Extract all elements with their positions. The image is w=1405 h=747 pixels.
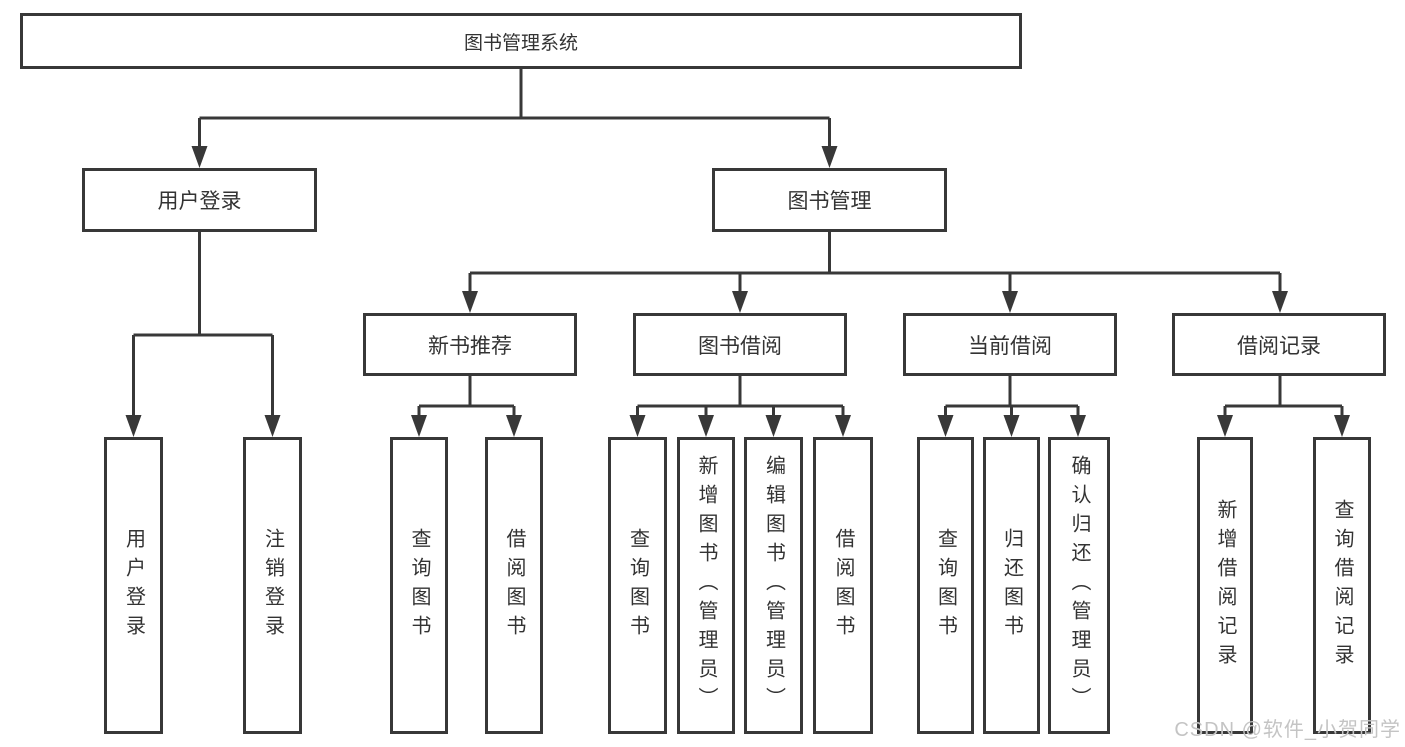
arrowhead	[765, 415, 782, 437]
node-book-management: 图书管理	[712, 168, 947, 232]
connector-root-to-level2	[198, 69, 831, 150]
node-label: 图书管理系统	[463, 32, 578, 54]
arrowhead	[937, 415, 954, 437]
node-new-book-recommend: 新书推荐	[363, 313, 577, 376]
node-current-borrowing: 当前借阅	[903, 313, 1117, 376]
node-label: 查询图书	[408, 527, 430, 644]
connector-userlogin-to-leaves	[132, 232, 274, 419]
arrowhead	[1272, 291, 1288, 313]
node-borrowing-records: 借阅记录	[1172, 313, 1386, 376]
node-label: 新书推荐	[428, 334, 512, 358]
node-label: 图书管理	[787, 190, 872, 213]
connector-records-to-leaves	[1223, 376, 1344, 419]
node-label: 归还图书	[1000, 527, 1023, 644]
connector-borrowing-to-leaves	[636, 376, 845, 419]
node-label: 借阅记录	[1237, 334, 1321, 358]
node-label: 注销登录	[261, 527, 284, 644]
node-leaf-edit-books-admin: 编辑图书（管理员）	[744, 437, 803, 734]
arrowhead	[264, 415, 281, 437]
node-leaf-add-borrow-record: 新增借阅记录	[1197, 437, 1253, 734]
connector-bookmgmt-to-level3	[468, 232, 1282, 295]
node-leaf-return-books: 归还图书	[983, 437, 1040, 734]
node-label: 用户登录	[157, 190, 242, 213]
node-label: 当前借阅	[968, 334, 1052, 358]
node-leaf-borrow-books-1: 借阅图书	[485, 437, 543, 734]
node-book-borrowing: 图书借阅	[633, 313, 847, 376]
node-label: 借阅图书	[832, 527, 854, 644]
node-leaf-query-books-2: 查询图书	[608, 437, 667, 734]
arrowhead	[506, 415, 522, 437]
arrowhead	[125, 415, 142, 437]
node-leaf-query-borrow-record: 查询借阅记录	[1313, 437, 1371, 734]
node-book-management-system: 图书管理系统	[20, 13, 1022, 69]
node-label: 确认归还（管理员）	[1068, 455, 1090, 716]
node-label: 借阅图书	[503, 527, 525, 644]
node-leaf-borrow-books-2: 借阅图书	[813, 437, 873, 734]
arrowhead	[732, 291, 748, 313]
node-label: 查询借阅记录	[1331, 498, 1353, 673]
node-leaf-query-books-3: 查询图书	[917, 437, 974, 734]
csdn-watermark: CSDN @软件_小贺同学	[1174, 719, 1401, 741]
arrowhead	[411, 415, 427, 437]
arrowhead	[1334, 415, 1350, 437]
arrowhead	[835, 415, 851, 437]
node-label: 查询图书	[626, 527, 649, 644]
arrowhead	[1217, 415, 1233, 437]
arrowhead	[462, 291, 478, 313]
node-label: 用户登录	[122, 527, 145, 644]
node-user-login: 用户登录	[82, 168, 317, 232]
arrowhead	[1002, 291, 1018, 313]
node-leaf-add-books-admin: 新增图书（管理员）	[677, 437, 735, 734]
node-label: 查询图书	[934, 527, 957, 644]
arrowheads	[125, 146, 1350, 437]
node-label: 编辑图书（管理员）	[762, 455, 785, 716]
arrowhead	[1003, 415, 1020, 437]
connector-current-to-leaves	[944, 376, 1080, 419]
node-leaf-user-login: 用户登录	[104, 437, 163, 734]
arrowhead	[191, 146, 208, 168]
arrowhead	[1070, 415, 1086, 437]
arrowhead	[821, 146, 838, 168]
node-leaf-confirm-return-admin: 确认归还（管理员）	[1048, 437, 1110, 734]
arrowhead	[629, 415, 646, 437]
node-label: 新增借阅记录	[1214, 498, 1236, 673]
connector-newbook-to-leaves	[417, 376, 516, 419]
node-leaf-logout: 注销登录	[243, 437, 302, 734]
node-leaf-query-books-1: 查询图书	[390, 437, 448, 734]
arrowhead	[698, 415, 714, 437]
node-label: 图书借阅	[698, 334, 782, 358]
node-label: 新增图书（管理员）	[695, 455, 717, 716]
